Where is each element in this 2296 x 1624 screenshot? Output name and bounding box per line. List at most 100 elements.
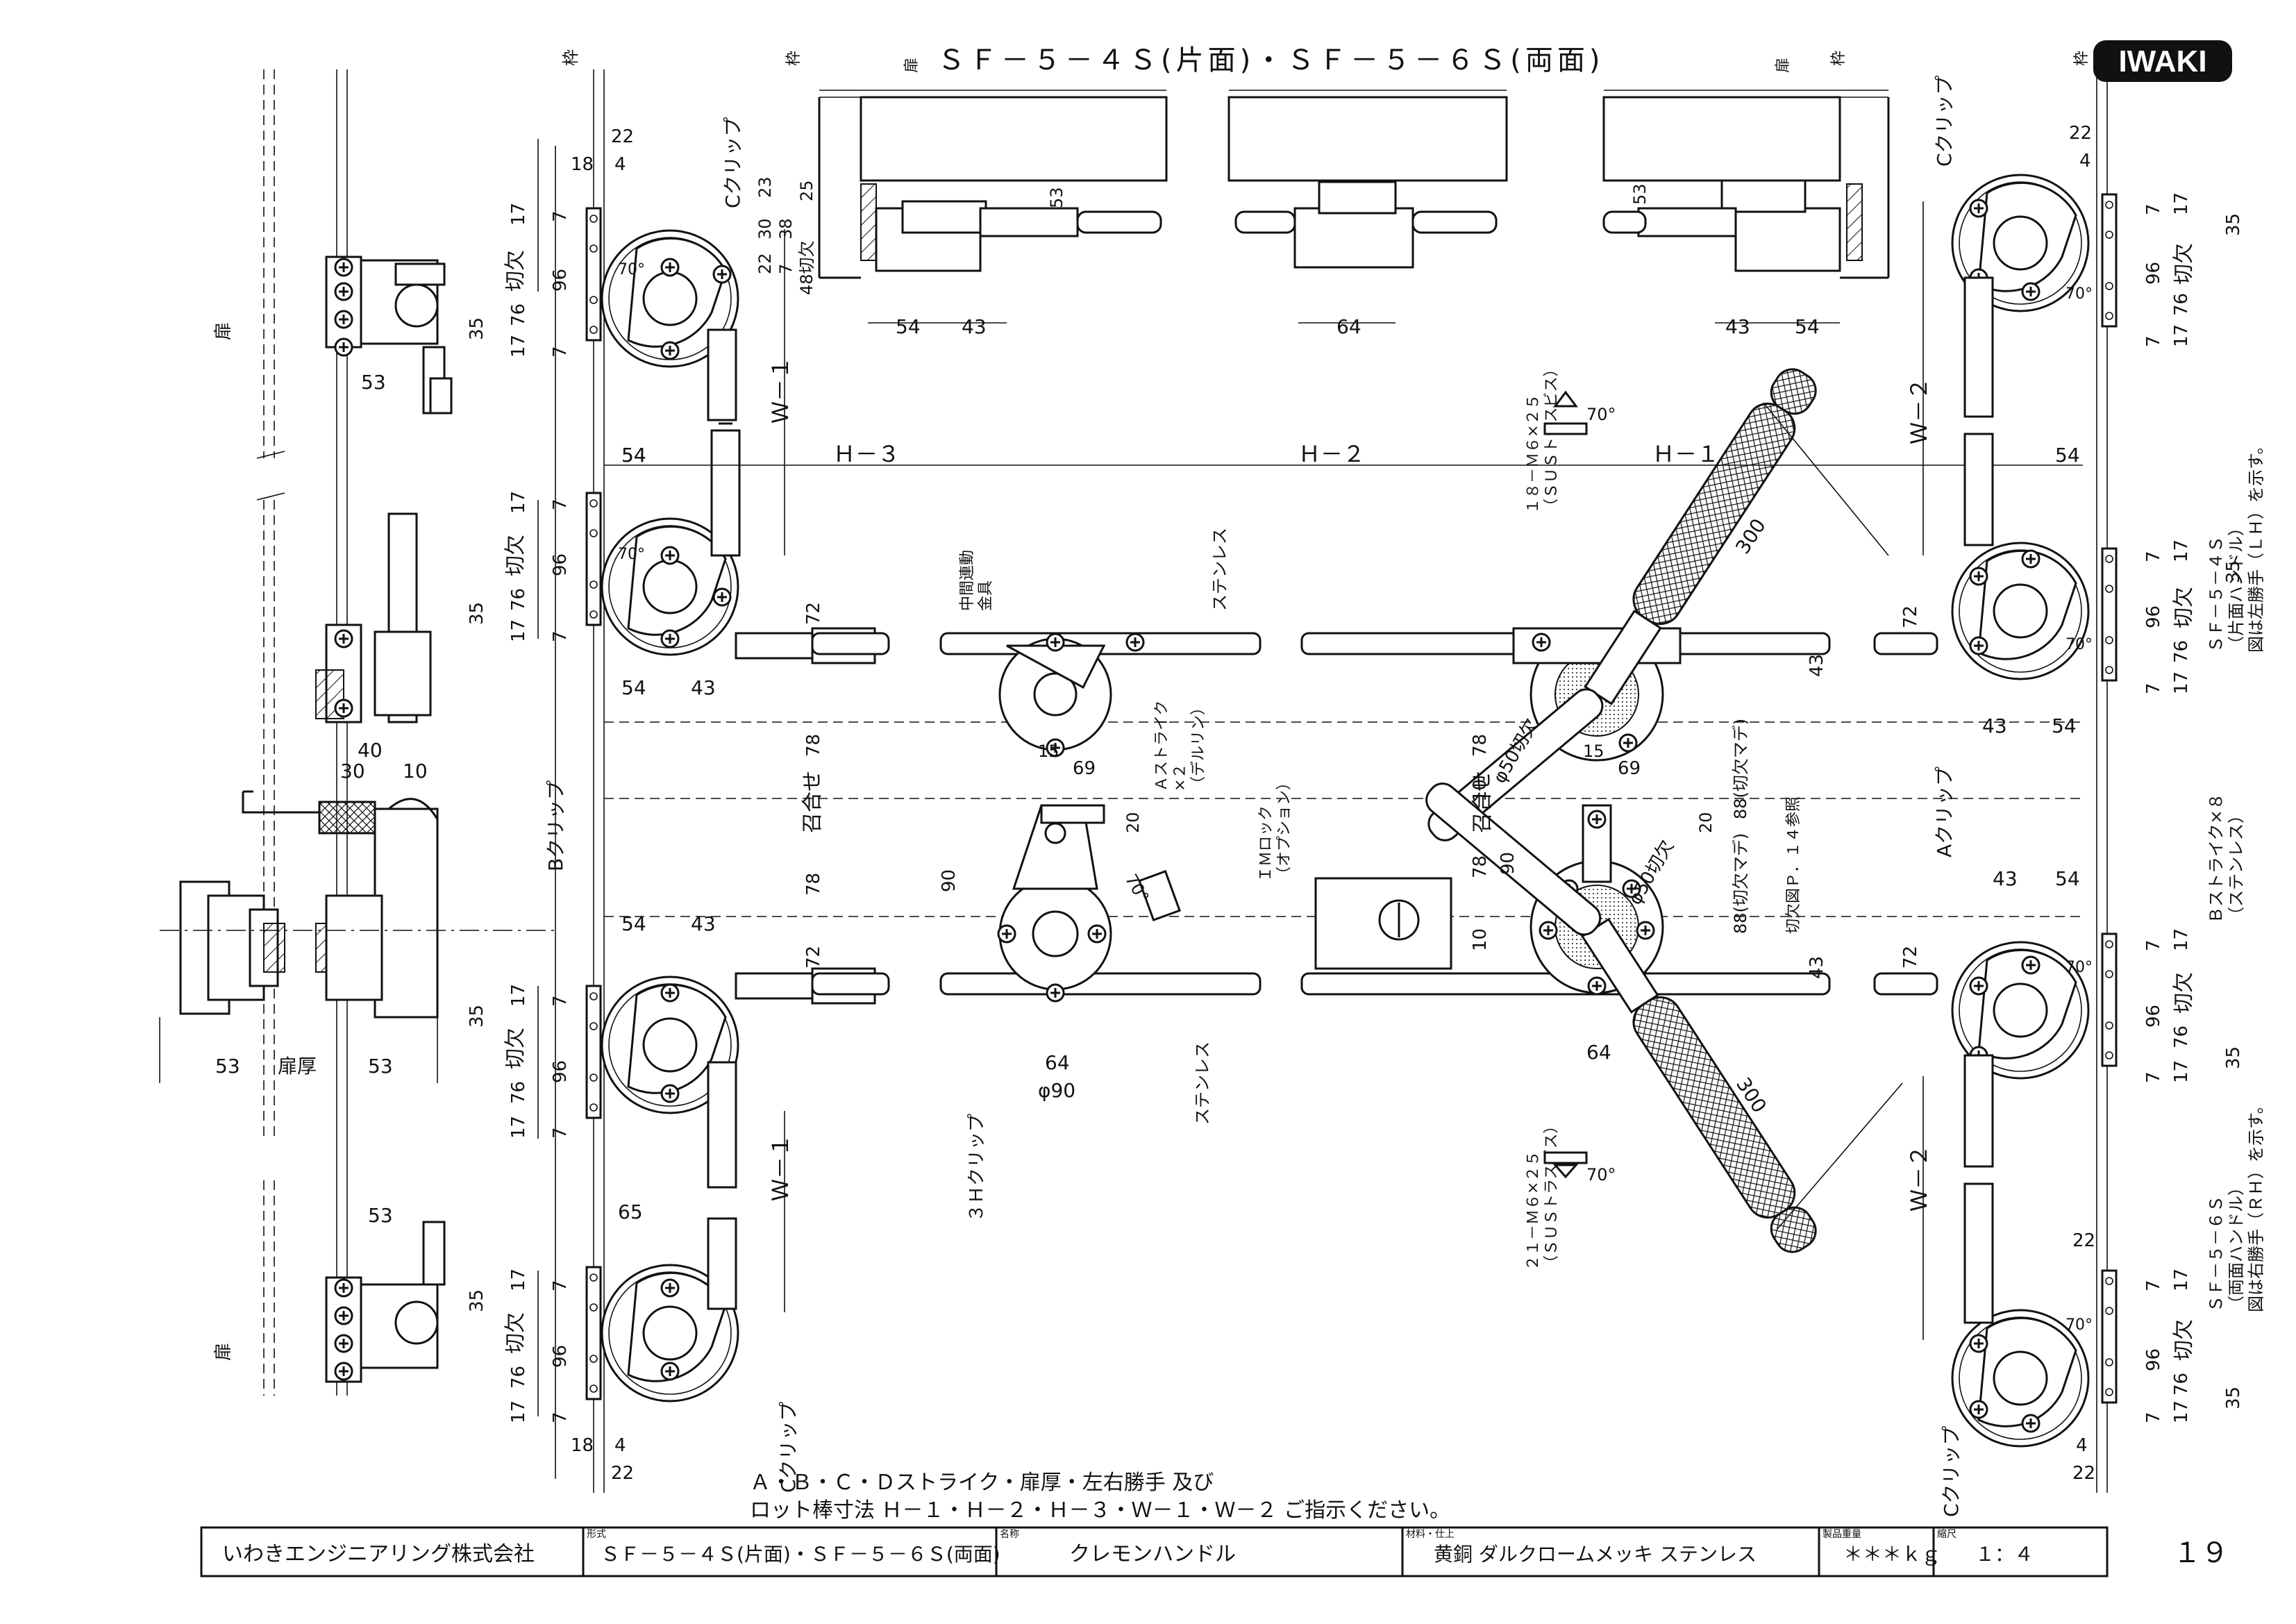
dim-53-upper: 53 [361,371,386,394]
svg-text:17: 17 [2171,539,2192,562]
svg-text:22: 22 [611,126,634,147]
svg-text:17: 17 [2171,928,2192,951]
svg-text:76: 76 [2171,640,2192,663]
drawing-title: ＳＦ－５－４Ｓ(片面)・ＳＦ－５－６Ｓ(両面) [937,44,1604,76]
svg-text:96: 96 [2143,1005,2164,1028]
right-frame [1951,69,2118,1493]
label-door-left-bottom: 扉 [213,1343,234,1361]
svg-text:7: 7 [550,995,571,1007]
svg-text:35: 35 [2223,1387,2244,1409]
svg-text:7: 7 [776,264,796,274]
dim-43-center-a: 43 [1807,654,1827,677]
dim-22-right-top: 22 [2069,123,2092,144]
brand-logo-box [2093,40,2232,82]
svg-text:17: 17 [2171,1400,2192,1423]
main-handle [1425,368,1903,1253]
arrow-70-top [1543,390,1588,435]
stainless-label-upper: ステンレス [1210,528,1230,611]
kirikaki-made-a: 88(切欠マデ) [1731,719,1750,819]
svg-text:96: 96 [2143,1348,2164,1371]
svg-text:17: 17 [508,1400,529,1423]
b-strike-caption: Ｂストライク×８（ステンレス） [2206,793,2246,923]
dim-15-b: 15 [1583,742,1604,761]
dim-4-right-top: 4 [2079,151,2091,171]
svg-text:18: 18 [571,154,594,175]
name-value: クレモンハンドル [1069,1542,1236,1566]
dim-43-mid: 43 [691,676,716,699]
svg-text:切欠: 切欠 [503,1028,528,1069]
dim-72-left-b: 72 [803,946,824,969]
svg-text:7: 7 [550,1280,571,1291]
svg-text:35: 35 [467,1005,487,1028]
svg-text:76: 76 [508,303,529,326]
dim-phi90: φ90 [1038,1079,1075,1102]
mid-coupling [997,633,1181,1003]
dim-54-left: 54 [621,444,646,467]
dim-54-right-a: 54 [2052,714,2077,737]
dim-53-left: 53 [215,1055,240,1078]
svg-text:切欠: 切欠 [503,1312,528,1354]
dim-64-low: 64 [1045,1051,1070,1074]
variant-4s-caption: ＳＦ－５－４Ｓ（片面ハンドル）図は左勝手（ＬＨ）を示す。 [2206,437,2266,653]
h3-clip-label: ３Ｈクリップ [966,1114,987,1222]
svg-text:7: 7 [550,499,571,510]
c-clip-bottom-right: Cクリップ [1940,1425,1963,1517]
deg70-left-1: 70° [618,261,645,278]
w1-label-upper: Ｗ－１ [767,357,794,424]
dim-64-center: 64 [1586,1041,1611,1064]
svg-text:7: 7 [550,346,571,358]
dim-72-right-b: 72 [1900,946,1921,969]
deg70-right-2: 70° [2065,636,2093,653]
kirikaki-made-b: 88(切欠マデ) [1731,833,1750,934]
svg-text:64: 64 [1336,315,1361,338]
svg-text:4: 4 [614,154,626,175]
dim-20-a: 20 [1123,812,1143,833]
svg-text:76: 76 [508,588,529,611]
svg-text:43: 43 [1725,315,1750,338]
svg-text:43: 43 [962,315,987,338]
screws-top-label: １８－Ｍ６×２５（ＳＵＳトラスビス） [1525,361,1560,514]
svg-text:7: 7 [2143,683,2164,694]
im-lock [1314,877,1452,970]
dim-15-a: 15 [1038,742,1059,761]
dim-43-center-b: 43 [1807,956,1827,979]
weight-value: ＊＊＊ｋｇ [1843,1543,1941,1566]
h2-label: Ｈ－２ [1298,441,1365,467]
awase-left: 召合せ [801,771,825,833]
dim-43-right-a: 43 [1982,714,2007,737]
svg-text:7: 7 [550,1127,571,1139]
svg-text:17: 17 [2171,671,2192,694]
dim-43-low: 43 [691,912,716,935]
left-vertical-dims: 17 7 切欠 96 76 35 17 7 17 7 切欠 96 76 35 1… [467,203,571,1423]
cutout-ref-label: 切欠図Ｐ．１４参照 [1785,796,1802,934]
svg-text:76: 76 [2171,293,2192,316]
svg-text:17: 17 [508,1269,529,1291]
label-door-thickness: 扉厚 [278,1055,317,1078]
w2-label-lower: Ｗ－２ [1906,1145,1932,1212]
a-clip-right: Aクリップ [1933,767,1956,857]
svg-text:17: 17 [508,335,529,358]
dim-78-left-a: 78 [803,734,824,757]
svg-text:54: 54 [1795,315,1820,338]
deg70-bottom-arrow: 70° [1586,1165,1616,1184]
dim-54-h1: 54 [2055,444,2080,467]
material-caption: 材料・仕上 [1406,1529,1455,1540]
screws-bottom-label: ２１－Ｍ６×２５（ＳＵＳトラスビス） [1525,1118,1560,1271]
svg-text:96: 96 [550,553,571,576]
awase-center: 召合せ [1470,771,1495,833]
dim-30: 30 [340,760,365,782]
stainless-label-lower: ステンレス [1193,1041,1212,1125]
svg-text:35: 35 [467,602,487,625]
label-frame-right: 枠 [2073,51,2090,66]
w1-label-lower: Ｗ－１ [767,1135,794,1201]
dim-72-right-a: 72 [1900,605,1921,628]
m-lock-label: ＩＭロック（オプション） [1257,775,1293,882]
svg-text:96: 96 [2143,605,2164,628]
material-value: 黄銅 ダルクロームメッキ ステンレス [1434,1543,1757,1566]
top-dims: 23 30 22 25 48切欠 38 7 53 53 54 43 64 43 … [755,176,1840,338]
svg-text:17: 17 [508,984,529,1007]
dim-20-b: 20 [1696,812,1716,833]
dim-78-center-a: 78 [1470,734,1491,757]
a-strike-label: Ａストライク×２（デルリン） [1153,700,1207,792]
left-side-views [159,69,555,1396]
